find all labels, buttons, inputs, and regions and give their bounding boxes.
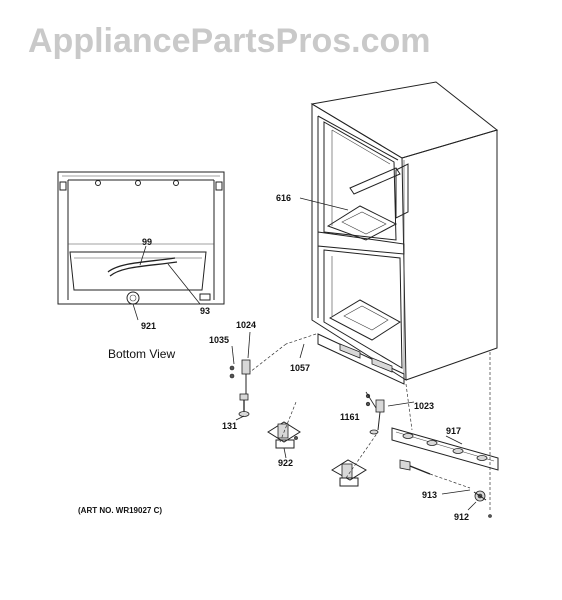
part-label-1024: 1024 <box>236 320 256 330</box>
roller-assembly <box>399 459 487 502</box>
bottom-view-caption: Bottom View <box>108 347 175 361</box>
toe-grille-917 <box>391 427 499 471</box>
part-label-616: 616 <box>276 193 291 203</box>
part-label-1035: 1035 <box>209 335 229 345</box>
part-label-922: 922 <box>278 458 293 468</box>
right-lower-bracket <box>331 431 379 487</box>
part-label-1057: 1057 <box>290 363 310 373</box>
left-leveling-leg-assembly <box>229 359 251 417</box>
part-label-913: 913 <box>422 490 437 500</box>
part-label-99: 99 <box>142 237 152 247</box>
art-number: (ART NO. WR19027 C) <box>78 506 162 515</box>
refrigerator-cabinet <box>310 81 499 385</box>
right-leveling-leg-assembly <box>365 393 385 435</box>
part-label-917: 917 <box>446 426 461 436</box>
part-label-912: 912 <box>454 512 469 522</box>
part-label-1023: 1023 <box>414 401 434 411</box>
part-label-1161: 1161 <box>340 412 360 422</box>
part-label-131: 131 <box>222 421 237 431</box>
bottom-view-inset <box>57 171 225 305</box>
part-label-93: 93 <box>200 306 210 316</box>
bracket-922 <box>267 401 301 449</box>
part-label-921: 921 <box>141 321 156 331</box>
watermark-logo: AppliancePartsPros.com <box>28 22 430 60</box>
